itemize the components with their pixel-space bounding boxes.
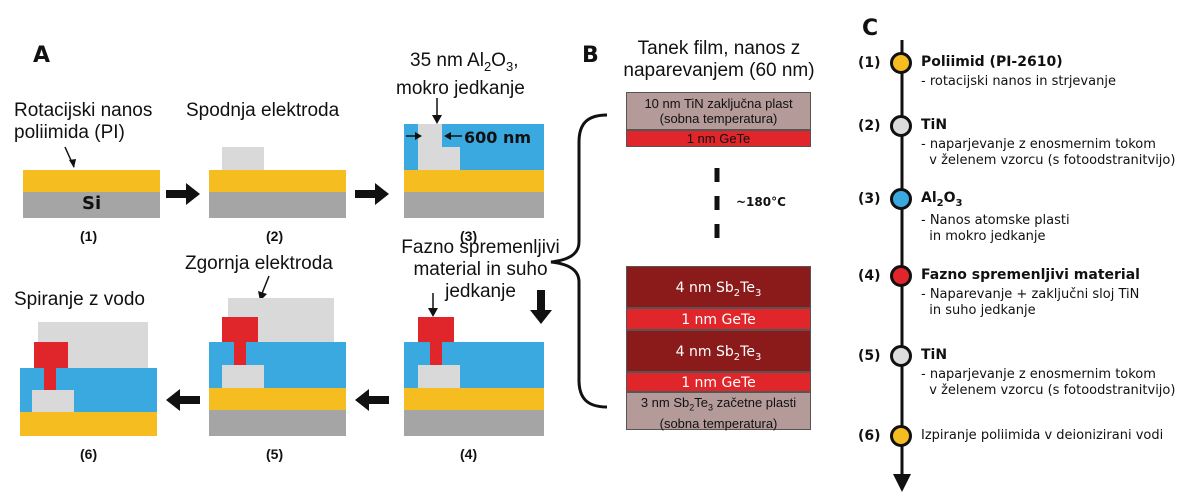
layer-sbte-1: 4 nm Sb2Te3 [626, 266, 811, 308]
c-step-1-desc: - rotacijski nanos in strjevanje [921, 74, 1116, 89]
panel-b-title: Tanek film, nanos z naparevanjem (60 nm) [623, 38, 815, 81]
arrow-down [530, 290, 552, 324]
step-2-label: (2) [266, 228, 284, 244]
c-step-1-num: (1) [858, 55, 881, 71]
s3-bottom-electrode [418, 147, 460, 170]
s6-bottom-electrode [32, 390, 74, 412]
si-label: Si [82, 193, 102, 214]
c-step-3-num: (3) [858, 191, 881, 207]
arrow-pcm [428, 293, 438, 317]
step-3-label: (3) [460, 228, 478, 244]
arrow-pi [64, 146, 76, 168]
label-pcm-dry: Fazno spremenljivi material in suho jedk… [401, 237, 560, 302]
c-step-4-dot [890, 265, 912, 287]
step-5-label: (5) [266, 446, 284, 462]
c-step-2-dot [890, 115, 912, 137]
arrow-left-1 [355, 389, 389, 411]
c-step-5-desc-2: v želenem vzorcu (s fotoodstranitvijo) [921, 383, 1176, 398]
temp-label: ~180°C [736, 195, 786, 209]
s5-bottom-electrode [222, 365, 264, 388]
layer-gete-2: 1 nm GeTe [626, 372, 811, 392]
panel-a-letter: A [33, 43, 51, 68]
s1-silicon [23, 192, 160, 218]
label-bottom-electrode: Spodnja elektroda [186, 100, 340, 121]
s3-silicon [404, 192, 544, 218]
label-top-electrode: Zgornja elektroda [185, 253, 333, 274]
c-step-5-title: TiN [921, 347, 948, 363]
s4-bottom-electrode [418, 365, 460, 388]
c-step-5-dot [890, 345, 912, 367]
s5-pcm-via [234, 342, 246, 365]
s6-pcm-via [44, 368, 56, 390]
brace [550, 113, 608, 409]
label-wet-etch: mokro jedkanje [396, 78, 525, 99]
s6-polyimide [20, 412, 157, 436]
s2-silicon [209, 192, 346, 218]
layer-gete-top: 1 nm GeTe [626, 130, 811, 147]
layer-sbte-2: 4 nm Sb2Te3 [626, 330, 811, 372]
c-step-3-dot [890, 188, 912, 210]
c-step-4-num: (4) [858, 268, 881, 284]
s5-silicon [209, 410, 346, 436]
s4-pcm-via [430, 342, 442, 365]
panel-b-letter: B [582, 43, 599, 68]
c-step-3-desc-2: in mokro jedkanje [921, 229, 1046, 244]
c-step-3-title: Al2O3 [921, 190, 963, 209]
label-rinse: Spiranje z vodo [14, 289, 145, 310]
layer-tin-cap: 10 nm TiN zaključna plast (sobna tempera… [626, 92, 811, 130]
dashed-line [714, 168, 720, 240]
c-step-5-num: (5) [858, 348, 881, 364]
c-step-5-desc-1: - naparjevanje z enosmernim tokom [921, 367, 1156, 382]
step-6-label: (6) [80, 446, 98, 462]
s5-polyimide [209, 388, 346, 410]
s3-via-opening [418, 124, 442, 147]
c-step-1-dot [890, 52, 912, 74]
c-step-6-dot [890, 425, 912, 447]
layer-gete-1: 1 nm GeTe [626, 308, 811, 330]
c-step-4-desc-1: - Naparevanje + zaključni sloj TiN [921, 287, 1140, 302]
c-step-1-title: Poliimid (PI-2610) [921, 54, 1063, 70]
s3-polyimide [404, 170, 544, 192]
s1-polyimide [23, 170, 160, 192]
label-600nm: 600 nm [464, 128, 532, 147]
timeline-axis [893, 40, 911, 492]
label-al2o3: 35 nm Al2O3, [410, 50, 519, 74]
c-step-6-title: Izpiranje poliimida v deionizirani vodi [921, 428, 1164, 443]
c-step-2-title: TiN [921, 117, 948, 133]
c-step-4-desc-2: in suho jedkanje [921, 303, 1036, 318]
c-step-2-desc-1: - naparjevanje z enosmernim tokom [921, 137, 1156, 152]
step-4-label: (4) [460, 446, 478, 462]
label-pi: Rotacijski nanos poliimida (PI) [14, 100, 153, 143]
s2-bottom-electrode [222, 147, 264, 170]
c-step-2-num: (2) [858, 118, 881, 134]
s6-pcm-cap [34, 342, 68, 368]
s5-pcm-cap [222, 317, 258, 342]
c-step-4-title: Fazno spremenljivi material [921, 267, 1140, 283]
c-step-6-num: (6) [858, 428, 881, 444]
c-step-3-desc-1: - Nanos atomske plasti [921, 213, 1070, 228]
step-1-label: (1) [80, 228, 98, 244]
s4-pcm-cap [418, 317, 454, 342]
s2-polyimide [209, 170, 346, 192]
via-width-arrows [406, 132, 462, 140]
arrow-right-2 [355, 183, 389, 205]
panel-c-letter: C [862, 16, 879, 41]
s4-polyimide [404, 388, 544, 410]
layer-seed: 3 nm Sb2Te3 začetne plasti (sobna temper… [626, 392, 811, 431]
c-step-2-desc-2: v želenem vzorcu (s fotoodstranitvijo) [921, 153, 1176, 168]
s4-silicon [404, 410, 544, 436]
arrow-al2o3 [432, 98, 442, 124]
arrow-left-2 [166, 389, 200, 411]
arrow-right-1 [166, 183, 200, 205]
